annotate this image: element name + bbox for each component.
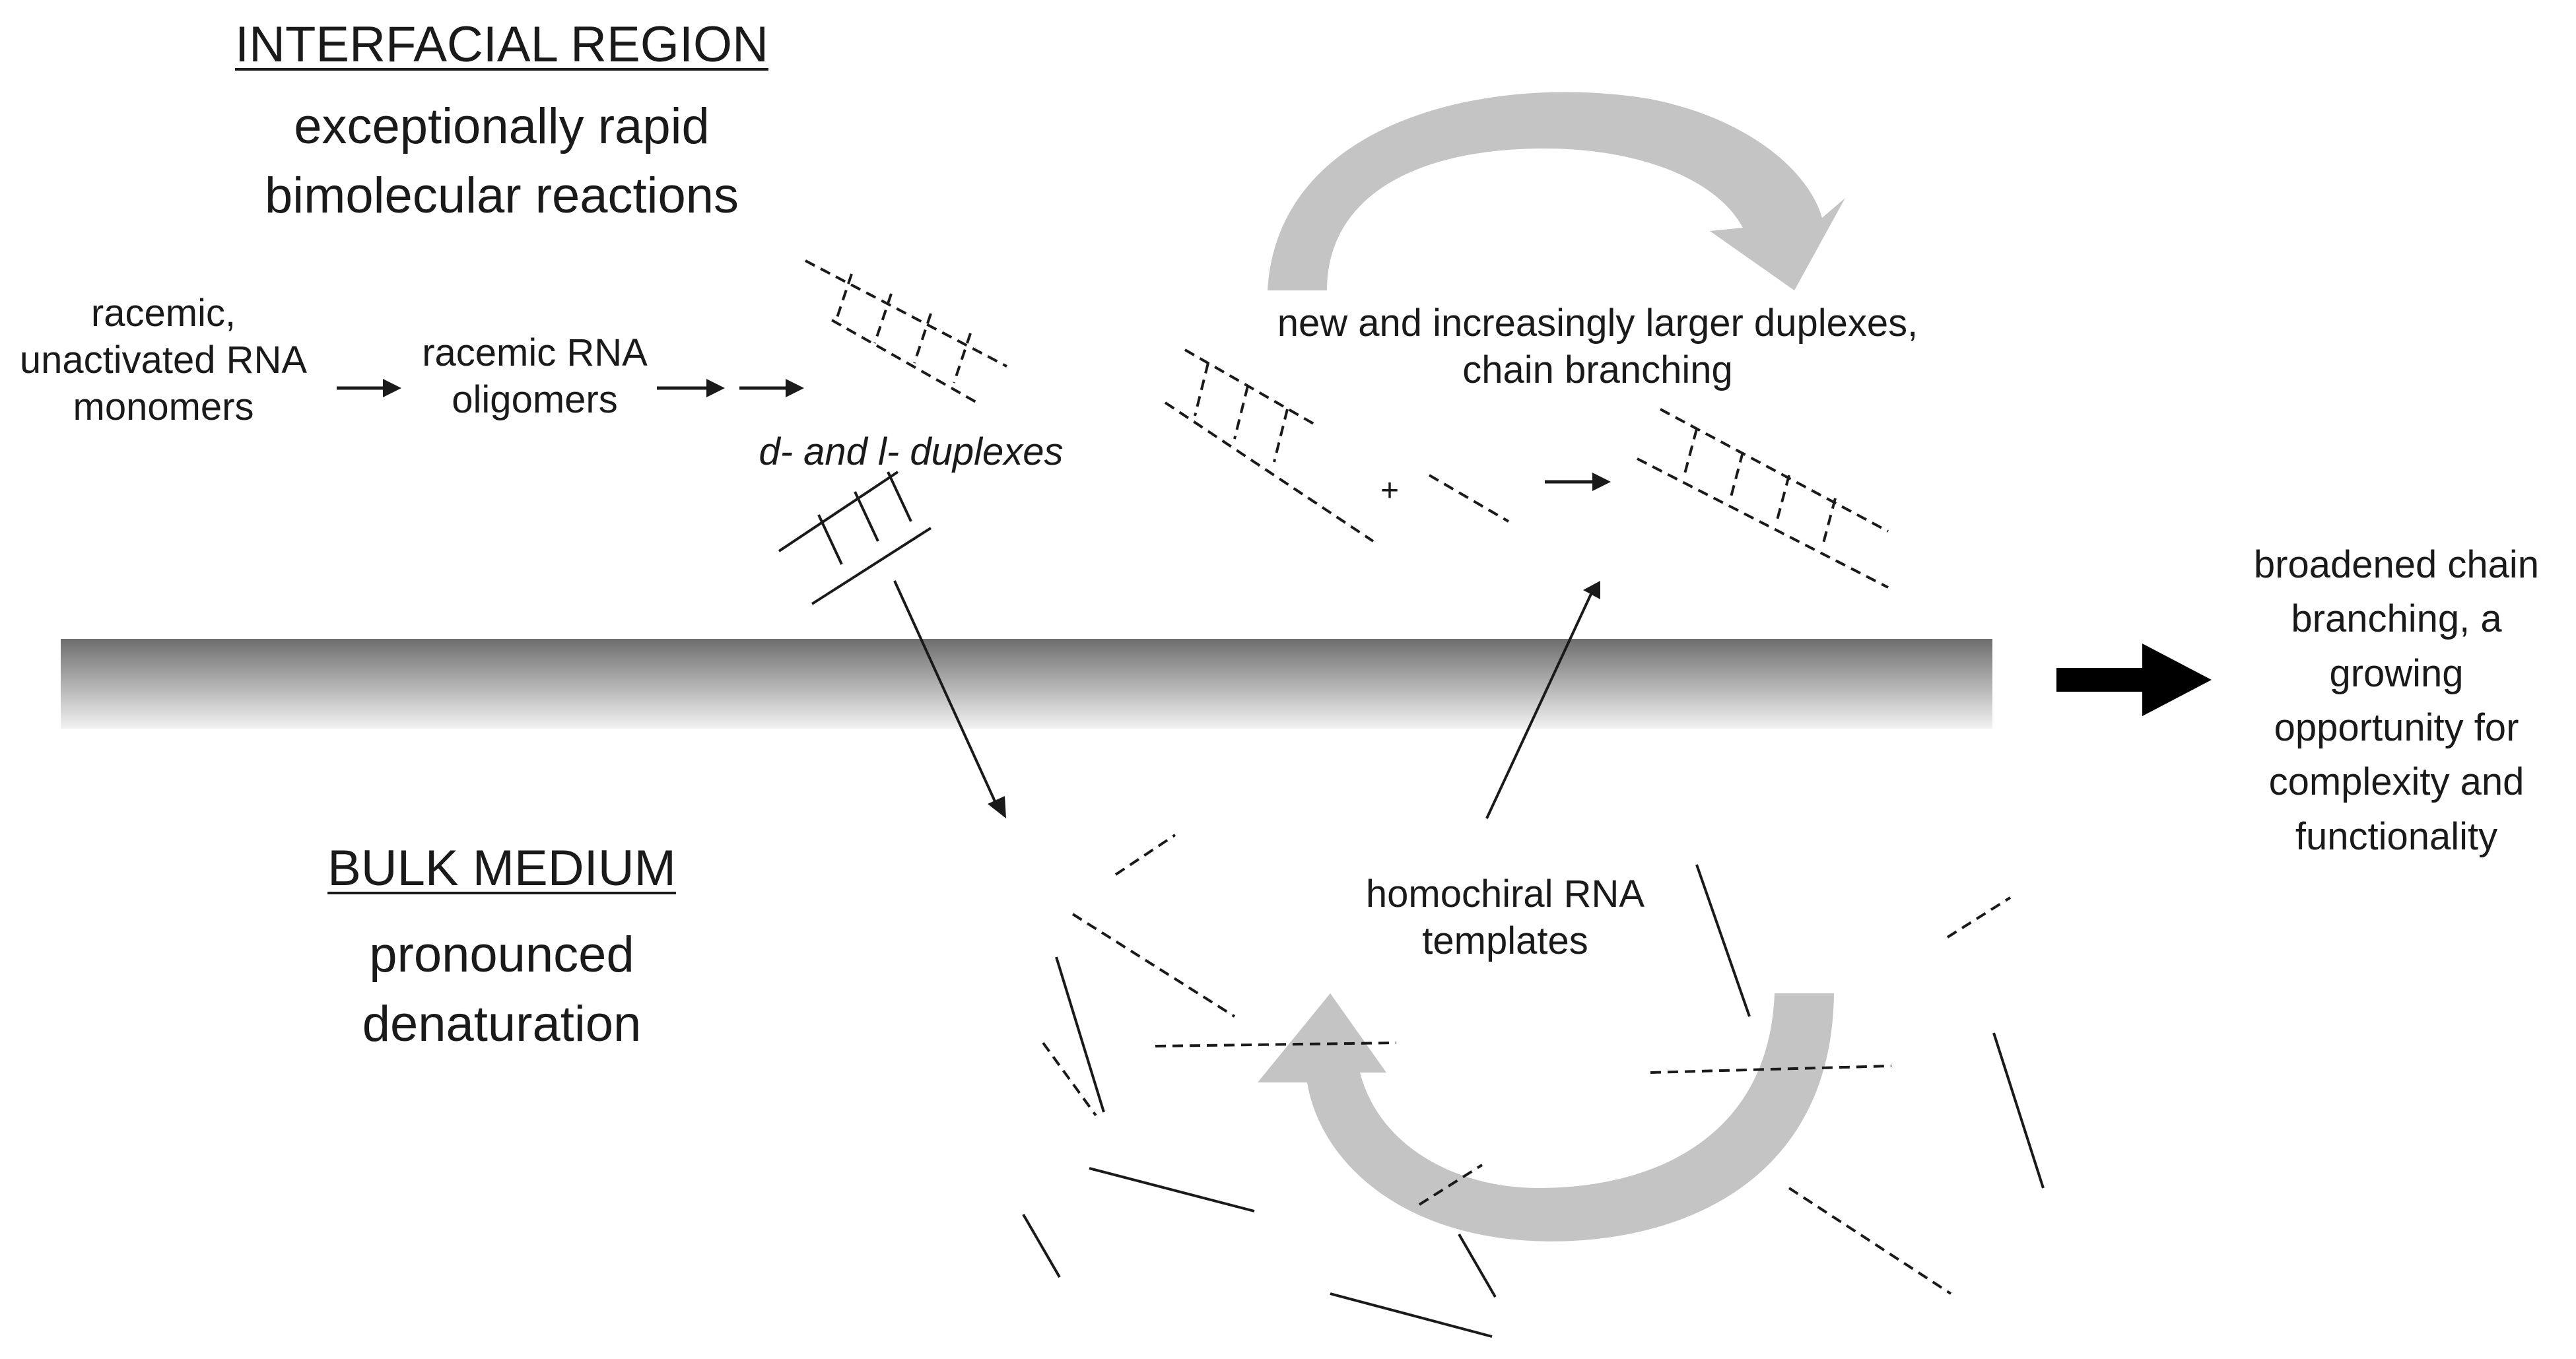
transfer-arrowheads (988, 581, 1600, 818)
arrowheads-small (383, 379, 1611, 491)
larger-duplexes-label: new and increasingly larger duplexes, ch… (1277, 302, 1918, 391)
strand-dashed-reaction (1428, 474, 1510, 523)
bulk-strands-dashed (1042, 834, 2012, 1295)
transfer-arrows (893, 580, 1592, 819)
duplex-solid (778, 471, 932, 605)
interfacial-subtitle: exceptionally rapid bimolecular reaction… (264, 98, 739, 224)
monomers-label: racemic, unactivated RNA monomers (19, 292, 308, 428)
duplex-dashed-product (1637, 408, 1889, 589)
duplexes-label: d- and l- duplexes (759, 430, 1064, 473)
arrow-down-to-bulk (893, 580, 1000, 809)
interfacial-heading: INTERFACIAL REGION (235, 17, 768, 73)
bulk-subtitle: pronounced denaturation (362, 927, 642, 1052)
duplex-dashed-upper (805, 259, 1007, 404)
templates-label: homochiral RNA templates (1365, 873, 1645, 962)
outcome-arrow (2056, 644, 2212, 716)
oligomers-label: racemic RNA oligomers (422, 331, 648, 421)
upper-cycle-arrow (1268, 92, 1845, 290)
bulk-strands-solid (1022, 864, 2045, 1338)
duplex-dashed-reaction-left (1164, 348, 1374, 543)
lower-cycle-arrow (1258, 993, 1834, 1242)
bulk-heading: BULK MEDIUM (327, 840, 676, 896)
plus-sign: + (1380, 473, 1400, 508)
outcome-label: broadened chain branching, a growing opp… (2253, 543, 2540, 858)
arrow-up-to-interface (1485, 593, 1592, 819)
interface-band (61, 639, 1992, 729)
